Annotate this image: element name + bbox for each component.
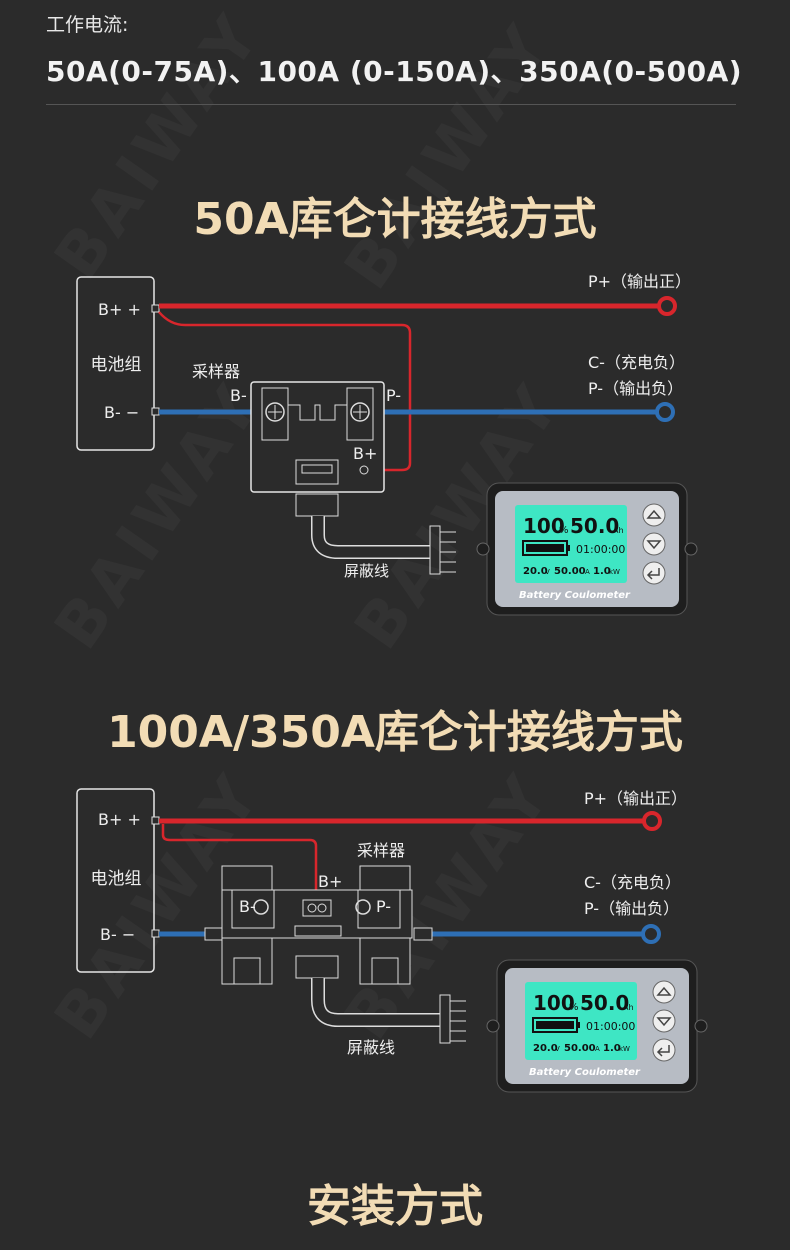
section-title-50a: 50A库仑计接线方式 <box>193 194 597 245</box>
section-title-100a-350a: 100A/350A库仑计接线方式 <box>107 707 683 758</box>
cable-label: 屏蔽线 <box>344 562 389 580</box>
b-plus-terminal <box>151 304 160 313</box>
coulometer-meter: 100 % 50.0 Ah 01:00:00 20.0 V 50.00 A 1.… <box>486 959 708 1093</box>
sampler-p-minus: P- <box>386 386 401 405</box>
sampler-b-minus: B- <box>230 386 247 405</box>
meter-capacity: 50.0 <box>580 991 629 1015</box>
p-minus-screw-icon <box>350 402 370 422</box>
meter-power-unit: kW <box>609 568 620 576</box>
battery-label: 电池组 <box>91 355 142 375</box>
meter-capacity-unit: Ah <box>613 526 624 535</box>
meter-current-unit: A <box>595 1045 600 1053</box>
meter-voltage: 20.0 <box>523 566 548 577</box>
b-minus-terminal <box>151 929 160 938</box>
meter-current: 50.00 <box>554 566 586 577</box>
meter-percent-unit: % <box>559 525 569 536</box>
up-button-icon <box>642 503 666 527</box>
meter-current: 50.00 <box>564 1043 596 1054</box>
meter-brand: Battery Coulometer <box>519 590 631 601</box>
cable-label: 屏蔽线 <box>347 1038 395 1057</box>
wiring-diagram-100a-350a: 电池组 B+ + B- − P+（输出正） C-（充电负） P-（输出负） 采样… <box>76 788 708 1093</box>
p-minus-label: P-（输出负） <box>588 379 683 398</box>
up-button-icon <box>652 980 676 1004</box>
p-plus-terminal <box>657 296 677 316</box>
lcd-screen <box>515 505 627 583</box>
sampler-p-minus: P- <box>376 897 391 916</box>
coulometer-meter: 100 % 50.0 Ah 01:00:00 20.0 V 50.00 A 1.… <box>476 482 698 616</box>
p-plus-label: P+（输出正） <box>588 272 691 291</box>
sampler-b-plus: B+ <box>318 872 342 891</box>
sense-wire <box>161 824 318 908</box>
sampler-b-minus: B- <box>239 897 256 916</box>
sampler-label: 采样器 <box>357 841 405 860</box>
enter-button-icon <box>642 561 666 585</box>
shielded-cable <box>295 493 456 575</box>
meter-percent: 100 <box>523 514 565 538</box>
meter-percent-unit: % <box>569 1002 579 1013</box>
shielded-cable <box>295 955 466 1044</box>
c-minus-label: C-（充电负） <box>588 353 685 372</box>
down-button-icon <box>652 1009 676 1033</box>
b-plus-screw-icon <box>359 465 369 475</box>
meter-power-unit: kW <box>619 1045 630 1053</box>
meter-capacity-unit: Ah <box>623 1003 634 1012</box>
p-minus-terminal <box>641 924 661 944</box>
enter-button-icon <box>652 1038 676 1062</box>
b-minus-label: B- − <box>104 403 139 422</box>
meter-power: 1.0 <box>593 566 611 577</box>
watermark: BAIWAY <box>40 0 276 292</box>
current-values: 50A(0-75A)、100A (0-150A)、350A(0-500A) <box>46 55 743 88</box>
p-plus-terminal <box>642 811 662 831</box>
p-minus-screw-icon <box>355 899 371 915</box>
battery-label: 电池组 <box>91 869 142 889</box>
battery-box <box>76 276 155 451</box>
b-minus-screw-icon <box>265 402 285 422</box>
down-button-icon <box>642 532 666 556</box>
b-minus-screw-icon <box>253 899 269 915</box>
c-minus-label: C-（充电负） <box>584 873 681 892</box>
b-minus-label: B- − <box>100 925 135 944</box>
meter-current-unit: A <box>585 568 590 576</box>
current-label: 工作电流: <box>46 14 129 36</box>
divider <box>46 104 736 105</box>
shunt-sampler <box>250 381 385 493</box>
lcd-screen <box>525 982 637 1060</box>
meter-capacity: 50.0 <box>570 514 619 538</box>
p-minus-terminal <box>655 402 675 422</box>
meter-voltage-unit: V <box>545 568 550 576</box>
section-title-installation: 安装方式 <box>307 1181 483 1232</box>
wiring-diagram-50a: 电池组 B+ + B- − P+（输出正） C-（充电负） P-（输出负） 采样… <box>76 272 698 616</box>
b-plus-label: B+ + <box>98 300 141 319</box>
meter-voltage: 20.0 <box>533 1043 558 1054</box>
b-minus-terminal <box>151 407 160 416</box>
p-minus-label: P-（输出负） <box>584 899 679 918</box>
meter-time: 01:00:00 <box>586 1020 635 1033</box>
meter-percent: 100 <box>533 991 575 1015</box>
p-plus-label: P+（输出正） <box>584 789 687 808</box>
meter-power: 1.0 <box>603 1043 621 1054</box>
meter-time: 01:00:00 <box>576 543 625 556</box>
sense-wire <box>158 311 412 472</box>
sampler-label: 采样器 <box>192 362 240 381</box>
b-plus-label: B+ + <box>98 810 141 829</box>
shunt-sampler <box>204 865 433 985</box>
sampler-b-plus: B+ <box>353 444 377 463</box>
meter-brand: Battery Coulometer <box>529 1067 641 1078</box>
battery-box <box>76 788 155 973</box>
b-plus-screw-icon <box>307 903 317 913</box>
b-plus-terminal <box>151 816 160 825</box>
meter-voltage-unit: V <box>555 1045 560 1053</box>
